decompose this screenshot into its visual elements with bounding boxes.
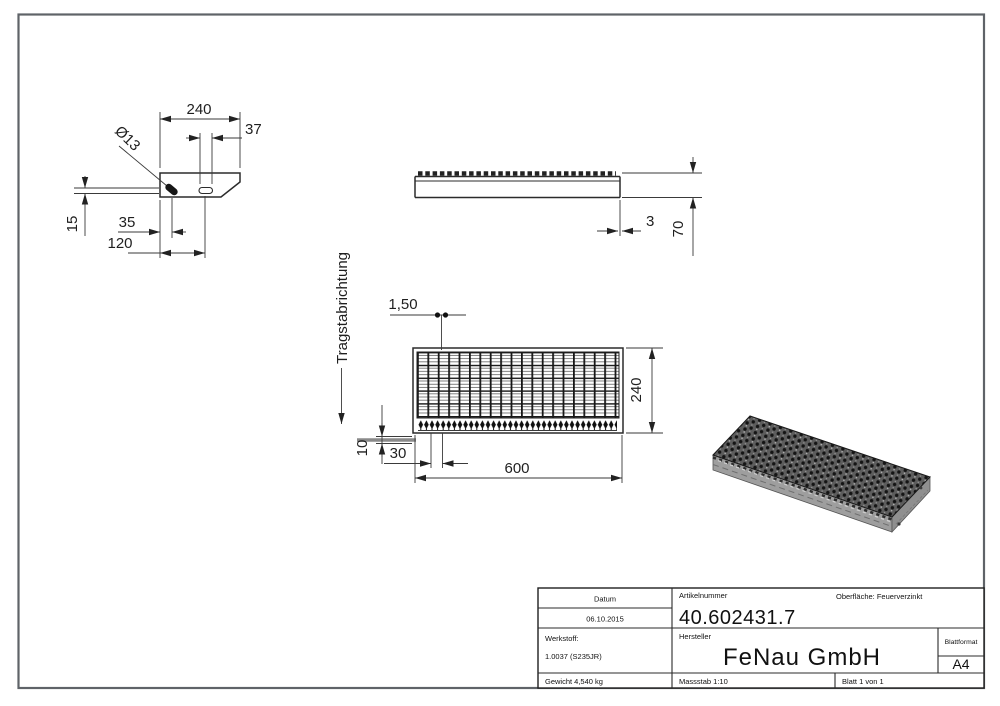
bar-end-profile <box>159 172 241 198</box>
hole-section-mark <box>165 183 178 196</box>
werkstoff-value: 1.0037 (S235JR) <box>545 652 602 661</box>
grating-outline <box>412 347 624 434</box>
hersteller-value: FeNau GmbH <box>723 644 881 671</box>
iso-view <box>712 415 931 534</box>
dim-10-label: 10 <box>354 440 371 457</box>
dim-240-plan-label: 240 <box>628 377 645 402</box>
direction-label: Tragstabrichtung <box>334 252 351 364</box>
gewicht-text: Gewicht 4,540 kg <box>545 677 603 686</box>
dim-150-label: 1,50 <box>388 296 417 313</box>
datum-label: Datum <box>594 595 616 604</box>
dim-30-label: 30 <box>390 445 407 462</box>
title-block: Datum 06.10.2015 Artikelnummer 40.602431… <box>537 587 985 689</box>
werkstoff-label: Werkstoff: <box>545 634 578 643</box>
iso-top-mesh <box>712 415 931 518</box>
dim-70-label: 70 <box>670 221 687 238</box>
dim-37-label: 37 <box>245 121 262 138</box>
blattformat-label: Blattformat <box>945 639 978 646</box>
dim-15-label: 15 <box>64 216 81 233</box>
dim-120-label: 120 <box>107 235 132 252</box>
dim-240-label: 240 <box>186 101 211 118</box>
massstab-text: Massstab 1:10 <box>679 677 728 686</box>
hole-leader-line <box>118 145 171 189</box>
grating-mesh <box>416 351 620 419</box>
slot-hole <box>198 186 214 195</box>
dim-3-label: 3 <box>646 213 654 230</box>
serrated-front-row <box>418 419 617 430</box>
sheet-border <box>17 13 986 690</box>
front-view: 70 3 <box>414 157 702 256</box>
hersteller-label: Hersteller <box>679 632 712 641</box>
dim-600-label: 600 <box>504 460 529 477</box>
artikelnummer-value: 40.602431.7 <box>679 607 796 629</box>
artikelnummer-label: Artikelnummer <box>679 591 728 600</box>
dim-35-label: 35 <box>119 214 136 231</box>
plan-view: 1,50 10 30 240 600 Tragstabrichtung <box>334 252 663 483</box>
blatt-text: Blatt 1 von 1 <box>842 677 884 686</box>
datum-value: 06.10.2015 <box>586 615 624 624</box>
blattformat-value: A4 <box>952 656 969 672</box>
oberflaeche-text: Oberfläche: Feuerverzinkt <box>836 592 923 601</box>
